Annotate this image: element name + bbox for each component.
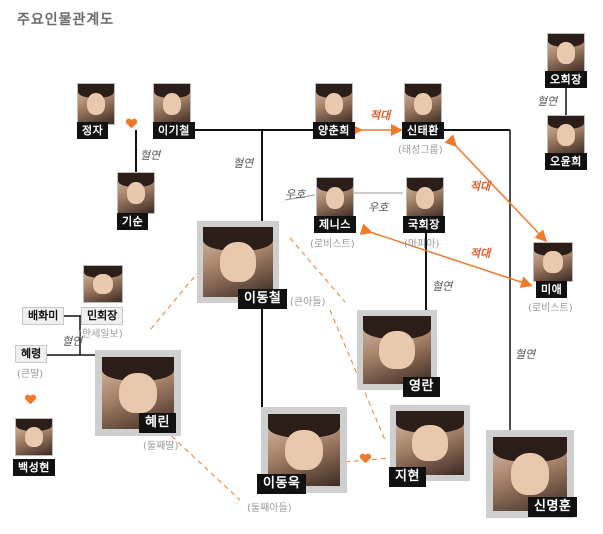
label-idongcheol: 이동철 bbox=[238, 289, 288, 309]
sub-jeniseu: (로비스트) bbox=[310, 239, 355, 250]
label-sintaehwan: 신태환 bbox=[402, 122, 444, 139]
sub-mie: (로비스트) bbox=[528, 303, 573, 314]
label-mie: 미애 bbox=[536, 281, 568, 298]
label-baekseonghyeon: 백성현 bbox=[13, 459, 55, 476]
frame-jihyeon bbox=[390, 405, 470, 481]
label-jeongja: 정자 bbox=[77, 122, 109, 139]
heart-icon bbox=[126, 119, 136, 129]
photo-idongcheol bbox=[203, 227, 273, 297]
label-yeongran: 영란 bbox=[403, 377, 440, 397]
label-sinmyeonghun: 신명훈 bbox=[528, 497, 578, 517]
love-jihyeon-line bbox=[329, 309, 386, 441]
photo-jihyeon bbox=[396, 411, 464, 475]
label-jeniseu: 제니스 bbox=[314, 216, 356, 233]
label-ohoejang: 오회장 bbox=[545, 71, 587, 88]
relation-blood: 혈연 bbox=[233, 157, 254, 170]
relation-hostile: 적대 bbox=[470, 247, 491, 260]
sub-minhoejang: (한세일보) bbox=[78, 329, 123, 340]
label-hyerin: 혜린 bbox=[139, 413, 176, 433]
diagram-title: 주요인물관계도 bbox=[17, 12, 115, 28]
label-oyunhui: 오윤희 bbox=[545, 153, 587, 170]
label-minhoejang: 민회장 bbox=[81, 307, 124, 325]
sub-idonguk: (둘째아들) bbox=[247, 503, 292, 514]
heart-icon bbox=[25, 395, 35, 405]
photo-gisun bbox=[117, 172, 155, 214]
line-friend-dongcheol-jenis bbox=[284, 194, 316, 201]
photo-yeongran bbox=[363, 316, 431, 384]
photo-ohoejang bbox=[547, 33, 585, 73]
label-yangchunhui: 양춘희 bbox=[313, 122, 355, 139]
relation-blood: 혈연 bbox=[537, 95, 558, 108]
relation-blood: 혈연 bbox=[62, 335, 83, 348]
love-hyerin-donguk bbox=[164, 429, 241, 501]
photo-jeniseu bbox=[316, 177, 354, 219]
photo-minhoejang bbox=[83, 265, 123, 303]
photo-mie bbox=[533, 242, 573, 282]
label-jihyeon: 지현 bbox=[389, 467, 426, 487]
relation-blood: 혈연 bbox=[515, 348, 536, 361]
label-baehwami: 배화미 bbox=[22, 307, 65, 325]
sub-hyeryeong: (큰딸) bbox=[17, 369, 44, 380]
relation-friendly: 우호 bbox=[368, 201, 389, 214]
photo-sintaehwan bbox=[404, 83, 442, 125]
photo-igicheol bbox=[153, 83, 191, 125]
sub-hyerin: (둘째딸) bbox=[143, 441, 179, 452]
label-igicheol: 이기철 bbox=[153, 122, 195, 139]
label-idonguk: 이동욱 bbox=[257, 474, 307, 494]
label-hyeryeong: 혜령 bbox=[15, 345, 48, 363]
relation-friendly: 우호 bbox=[285, 188, 306, 201]
sub-gukhoejang: (마피아) bbox=[404, 239, 440, 250]
heart-icon bbox=[360, 454, 370, 464]
sub-sintaehwan: (태성그룹) bbox=[398, 145, 443, 156]
label-gisun: 기순 bbox=[117, 213, 149, 230]
photo-baekseonghyeon bbox=[15, 418, 53, 456]
photo-jeongja bbox=[77, 83, 115, 125]
love-dongcheol-hyerin bbox=[149, 269, 201, 331]
photo-oyunhui bbox=[547, 115, 585, 155]
relation-blood: 혈연 bbox=[432, 280, 453, 293]
arrow-enemy-taehwan-mie bbox=[444, 134, 548, 243]
frame-yeongran bbox=[357, 310, 437, 390]
relation-blood: 혈연 bbox=[140, 149, 161, 162]
sub-idongcheol: (큰아들) bbox=[290, 297, 326, 308]
photo-gukhoejang bbox=[406, 177, 444, 219]
photo-yangchunhui bbox=[315, 83, 353, 125]
relation-hostile: 적대 bbox=[470, 180, 491, 193]
label-gukhoejang: 국회장 bbox=[403, 216, 445, 233]
relation-hostile: 적대 bbox=[370, 109, 391, 122]
arrow-enemy-jenis-mie bbox=[359, 223, 533, 288]
